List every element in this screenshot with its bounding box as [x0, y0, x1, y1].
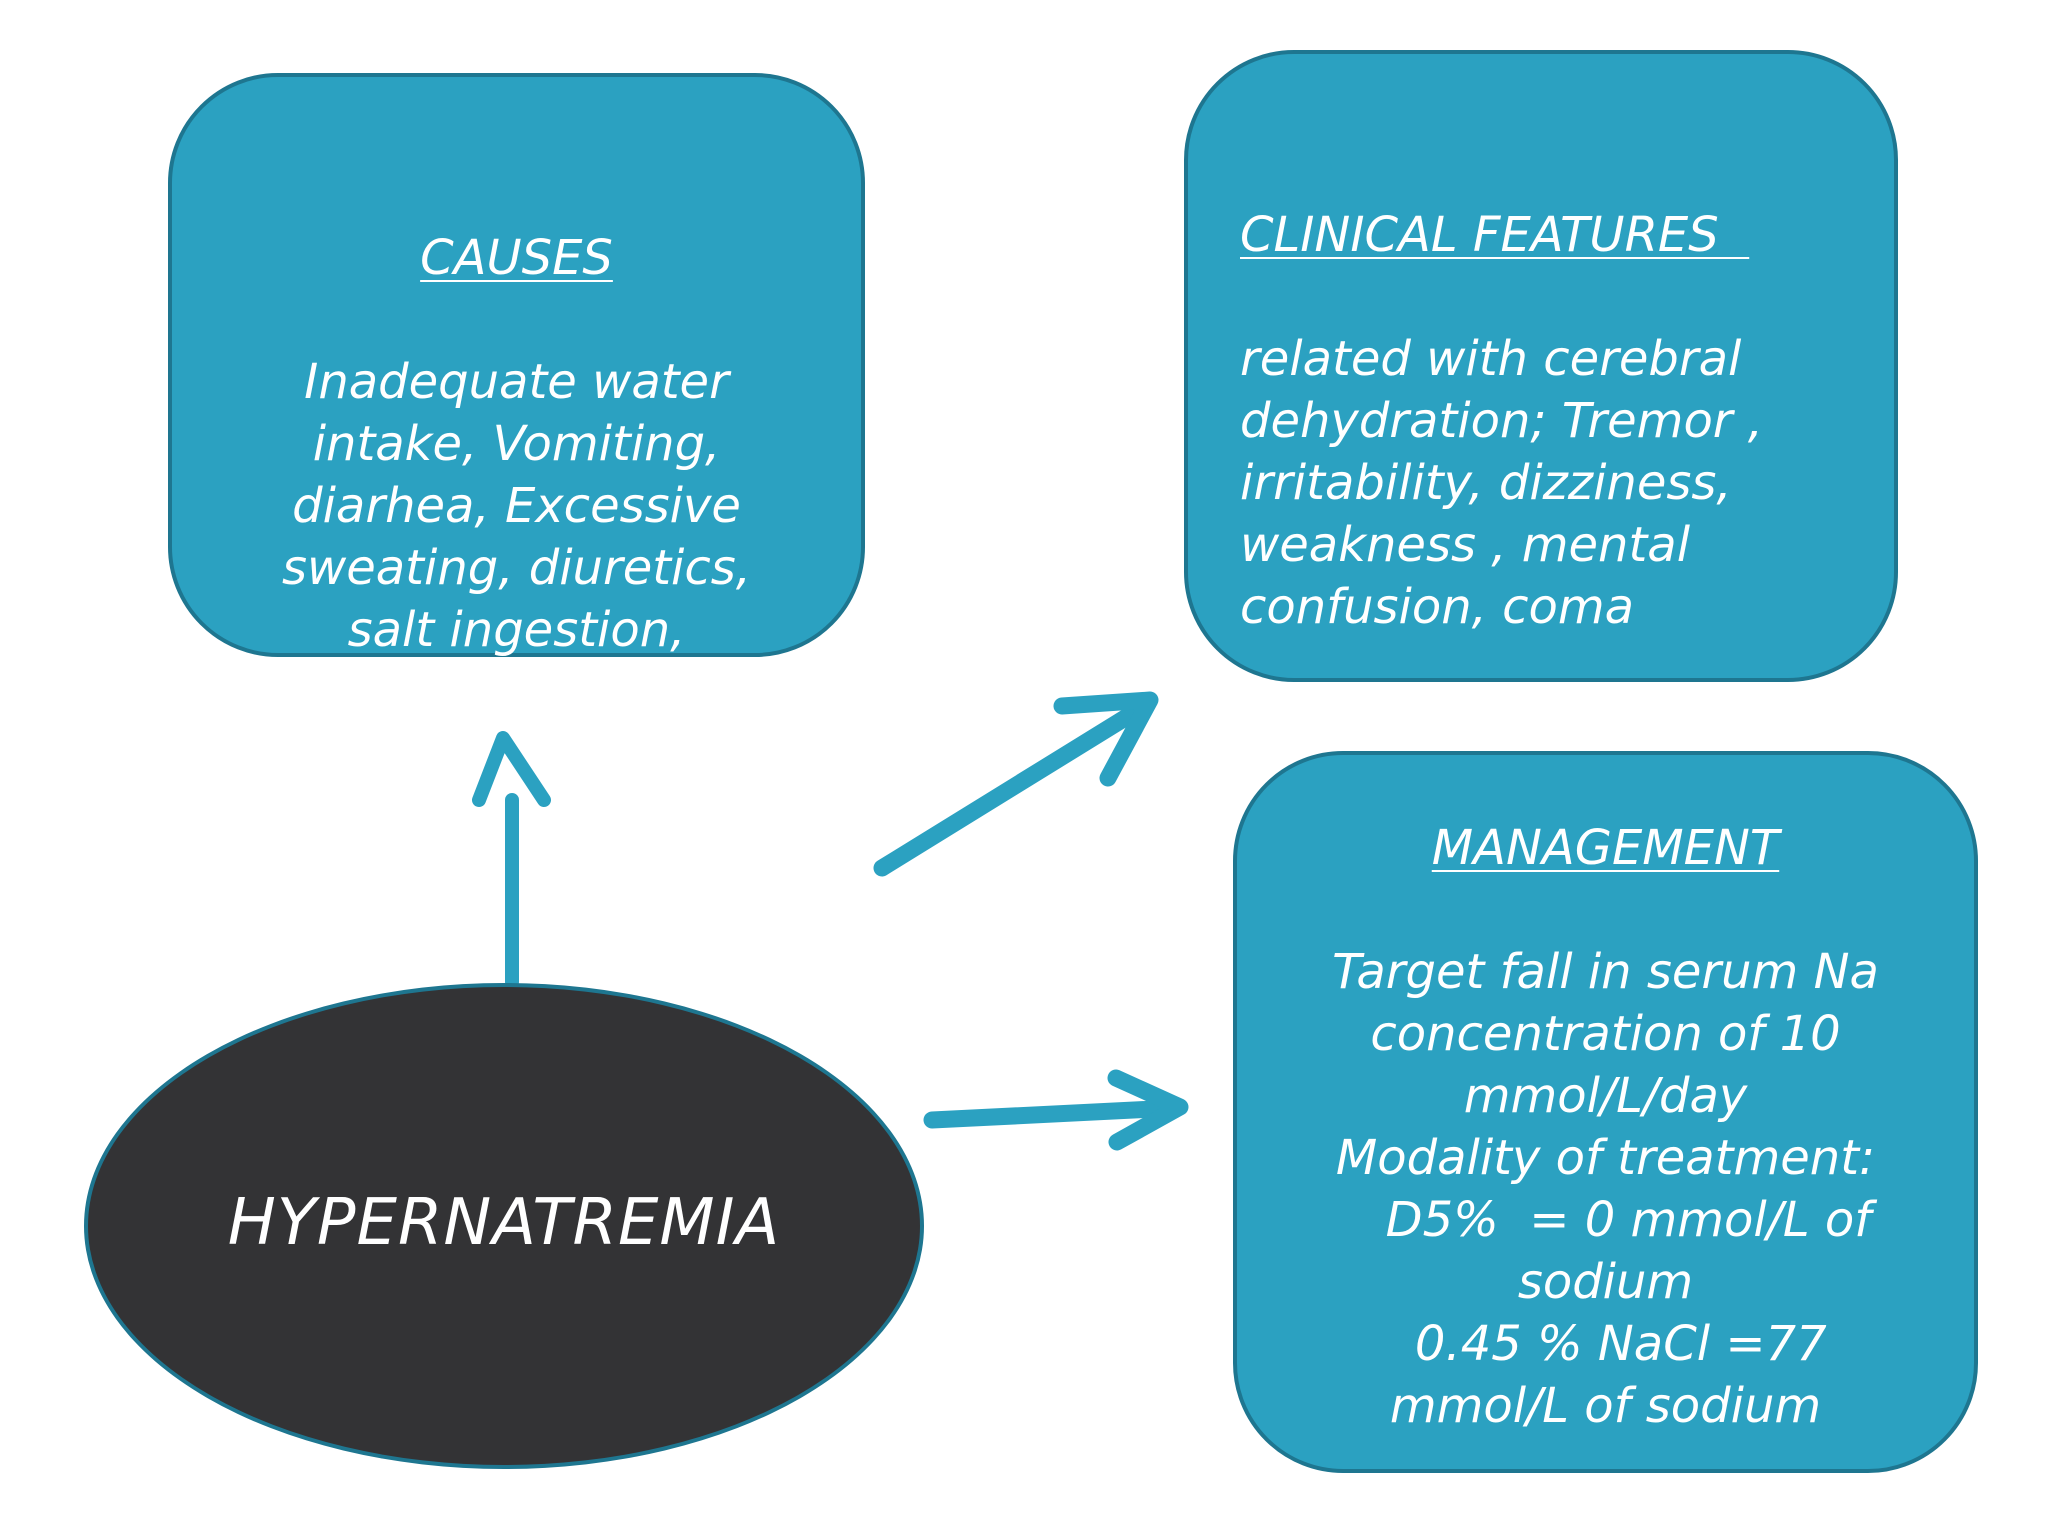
arrow-to-management: [923, 1069, 1189, 1151]
management-line: Modality of treatment:: [1335, 1130, 1876, 1186]
causes-line: diarhea, Excessive: [292, 478, 741, 534]
causes-line: sweating, diuretics,: [281, 540, 752, 596]
arrow-to-causes: [472, 731, 551, 989]
arrow-to-clinical-features: [873, 691, 1159, 877]
management-line: concentration of 10: [1370, 1006, 1841, 1062]
clinical-features-line: irritability, dizziness,: [1240, 455, 1732, 511]
management-title: MANAGEMENT: [1431, 820, 1780, 876]
clinical-features-line: dehydration; Tremor ,: [1240, 393, 1764, 449]
clinical-features-box: CLINICAL FEATURES related with cerebral …: [1184, 50, 1898, 682]
causes-title: CAUSES: [420, 230, 613, 286]
causes-line: intake, Vomiting,: [312, 416, 721, 472]
causes-box: CAUSES Inadequate water intake, Vomiting…: [168, 73, 865, 658]
center-label: HYPERNATREMIA: [227, 1186, 781, 1260]
management-line: sodium: [1517, 1254, 1694, 1310]
causes-line: Inadequate water: [304, 354, 729, 410]
management-line: mmol/L/day: [1463, 1068, 1748, 1124]
center-ellipse: [84, 983, 924, 1469]
management-line: mmol/L of sodium: [1389, 1378, 1822, 1434]
clinical-features-line: confusion, coma: [1240, 579, 1635, 635]
management-line: 0.45 % NaCl =77: [1384, 1316, 1827, 1372]
clinical-features-line: related with cerebral: [1240, 331, 1742, 387]
clinical-features-line: weakness , mental: [1240, 517, 1691, 573]
clinical-features-title: CLINICAL FEATURES: [1240, 207, 1750, 263]
management-line: D5% = 0 mmol/L of: [1339, 1192, 1872, 1248]
management-box: MANAGEMENT Target fall in serum Na conce…: [1233, 751, 1978, 1473]
management-line: Target fall in serum Na: [1332, 944, 1879, 1000]
causes-line: salt ingestion,: [347, 602, 686, 658]
